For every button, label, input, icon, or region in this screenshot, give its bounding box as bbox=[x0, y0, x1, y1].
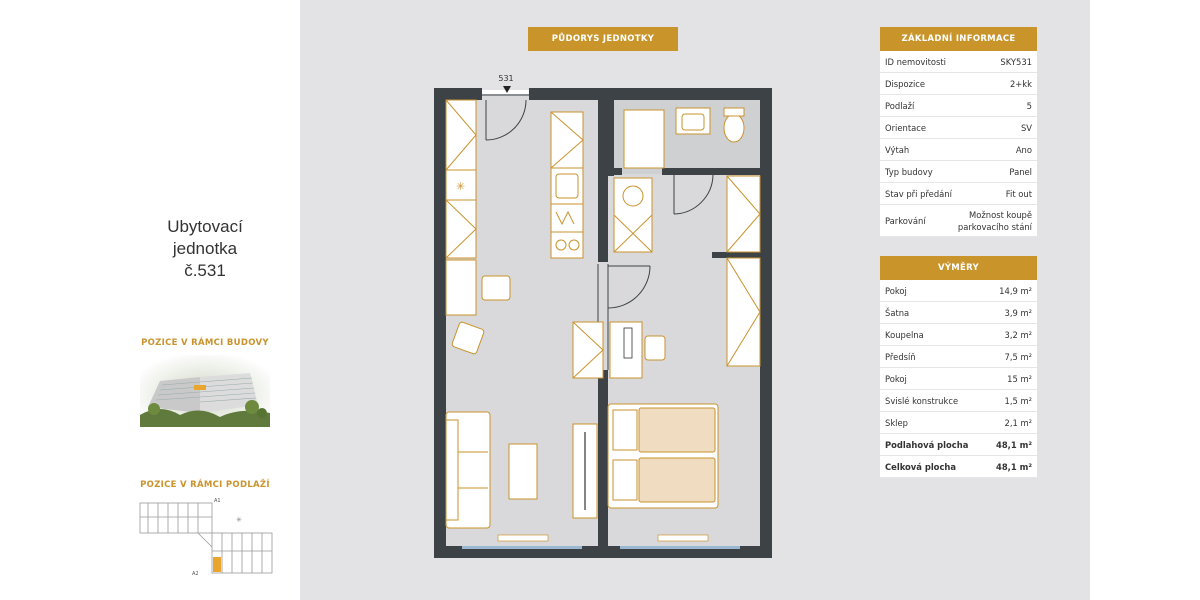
coffee-table bbox=[508, 443, 538, 500]
area-row: Koupelna 3,2 m² bbox=[880, 324, 1037, 346]
unit-title-line-1: Ubytovací bbox=[167, 217, 243, 236]
info-value: SV bbox=[1020, 122, 1032, 133]
info-row-podlazi: Podlaží 5 bbox=[880, 95, 1037, 117]
area-row-total: Celková plocha 48,1 m² bbox=[880, 456, 1037, 478]
area-value: 3,2 m² bbox=[1004, 329, 1033, 340]
info-key: Dispozice bbox=[885, 78, 926, 89]
desk bbox=[572, 321, 666, 379]
area-row: Svislé konstrukce 1,5 m² bbox=[880, 390, 1037, 412]
unit-title-line-2: jednotka bbox=[172, 239, 238, 258]
sofa bbox=[445, 411, 491, 529]
bathroom-door bbox=[673, 174, 714, 215]
area-key: Koupelna bbox=[885, 329, 924, 340]
area-row: Pokoj 14,9 m² bbox=[880, 280, 1037, 302]
bed bbox=[607, 403, 719, 509]
area-key: Pokoj bbox=[885, 285, 907, 296]
info-row-dispozice: Dispozice 2+kk bbox=[880, 73, 1037, 95]
area-value: 48,1 m² bbox=[996, 439, 1032, 450]
walls bbox=[434, 88, 772, 558]
area-key: Celková plocha bbox=[885, 461, 957, 472]
info-value: Fit out bbox=[1005, 188, 1032, 199]
info-value: Možnost koupě parkovacího stání bbox=[958, 209, 1032, 233]
info-key: Stav při předání bbox=[885, 188, 952, 199]
area-row-floor-total: Podlahová plocha 48,1 m² bbox=[880, 434, 1037, 456]
floor-label-a2: A2 bbox=[192, 571, 199, 577]
compass-icon: ✳ bbox=[236, 516, 242, 524]
floor-plan: 531 ✳ bbox=[434, 74, 772, 558]
right-wardrobe bbox=[726, 175, 761, 367]
area-key: Předsíň bbox=[885, 351, 916, 362]
unit-title: Ubytovací jednotka č.531 bbox=[0, 216, 410, 282]
info-value-line-2: parkovacího stání bbox=[957, 221, 1032, 232]
entrance-marker-icon bbox=[503, 86, 511, 93]
area-row: Šatna 3,9 m² bbox=[880, 302, 1037, 324]
area-value: 2,1 m² bbox=[1004, 417, 1033, 428]
info-value: 2+kk bbox=[1009, 78, 1032, 89]
info-row-typ-budovy: Typ budovy Panel bbox=[880, 161, 1037, 183]
light-icon: ✳ bbox=[456, 180, 465, 193]
area-key: Sklep bbox=[885, 417, 908, 428]
info-value: Panel bbox=[1009, 166, 1032, 177]
position-building-label: POZICE V RÁMCI BUDOVY bbox=[141, 338, 269, 348]
radiators bbox=[497, 534, 709, 542]
entrance-door bbox=[482, 90, 529, 141]
position-floor-label: POZICE V RÁMCI PODLAŽÍ bbox=[140, 480, 270, 490]
area-value: 3,9 m² bbox=[1004, 307, 1033, 318]
info-value: 5 bbox=[1026, 100, 1032, 111]
info-value: Ano bbox=[1015, 144, 1032, 155]
area-value: 48,1 m² bbox=[996, 461, 1032, 472]
area-key: Svislé konstrukce bbox=[885, 395, 959, 406]
clothes-rail bbox=[572, 423, 598, 519]
info-key: Typ budovy bbox=[885, 166, 933, 177]
info-key: Podlaží bbox=[885, 100, 915, 111]
area-row: Sklep 2,1 m² bbox=[880, 412, 1037, 434]
kitchen-counter bbox=[550, 111, 584, 259]
windows bbox=[462, 546, 740, 549]
area-row: Pokoj 15 m² bbox=[880, 368, 1037, 390]
area-value: 7,5 m² bbox=[1004, 351, 1033, 362]
bathroom-fixtures bbox=[623, 107, 745, 169]
info-row-vytah: Výtah Ano bbox=[880, 139, 1037, 161]
basic-info-header: ZÁKLADNÍ INFORMACE bbox=[880, 27, 1037, 51]
info-key: Výtah bbox=[885, 144, 910, 155]
floor-label-a1: A1 bbox=[214, 498, 221, 504]
building-thumbnail bbox=[140, 355, 270, 427]
washer bbox=[613, 177, 653, 253]
floor-mini-plan: A1 A2 ✳ bbox=[139, 498, 273, 577]
info-row-id: ID nemovitosti SKY531 bbox=[880, 51, 1037, 73]
info-row-orientace: Orientace SV bbox=[880, 117, 1037, 139]
dining-set bbox=[445, 259, 511, 355]
basic-info-table: ID nemovitosti SKY531 Dispozice 2+kk Pod… bbox=[880, 51, 1037, 237]
info-value-line-1: Možnost koupě bbox=[969, 209, 1032, 220]
info-key: ID nemovitosti bbox=[885, 56, 946, 67]
door-number: 531 bbox=[498, 74, 513, 83]
unit-title-line-3: č.531 bbox=[184, 261, 226, 280]
area-row: Předsíň 7,5 m² bbox=[880, 346, 1037, 368]
area-key: Šatna bbox=[885, 307, 910, 318]
area-value: 14,9 m² bbox=[999, 285, 1032, 296]
areas-header: VÝMĚRY bbox=[880, 256, 1037, 280]
area-key: Podlahová plocha bbox=[885, 439, 969, 450]
info-value: SKY531 bbox=[1000, 56, 1032, 67]
left-panel: Ubytovací jednotka č.531 POZICE V RÁMCI … bbox=[0, 0, 300, 600]
area-value: 1,5 m² bbox=[1004, 395, 1033, 406]
left-wardrobe bbox=[445, 99, 477, 259]
info-row-parkovani: Parkování Možnost koupě parkovacího stán… bbox=[880, 205, 1037, 237]
info-key: Orientace bbox=[885, 122, 926, 133]
info-row-stav: Stav při předání Fit out bbox=[880, 183, 1037, 205]
area-key: Pokoj bbox=[885, 373, 907, 384]
areas-table: Pokoj 14,9 m² Šatna 3,9 m² Koupelna 3,2 … bbox=[880, 280, 1037, 478]
info-key: Parkování bbox=[885, 215, 926, 226]
floorplan-header: PŮDORYS JEDNOTKY bbox=[528, 27, 678, 51]
area-value: 15 m² bbox=[1007, 373, 1032, 384]
